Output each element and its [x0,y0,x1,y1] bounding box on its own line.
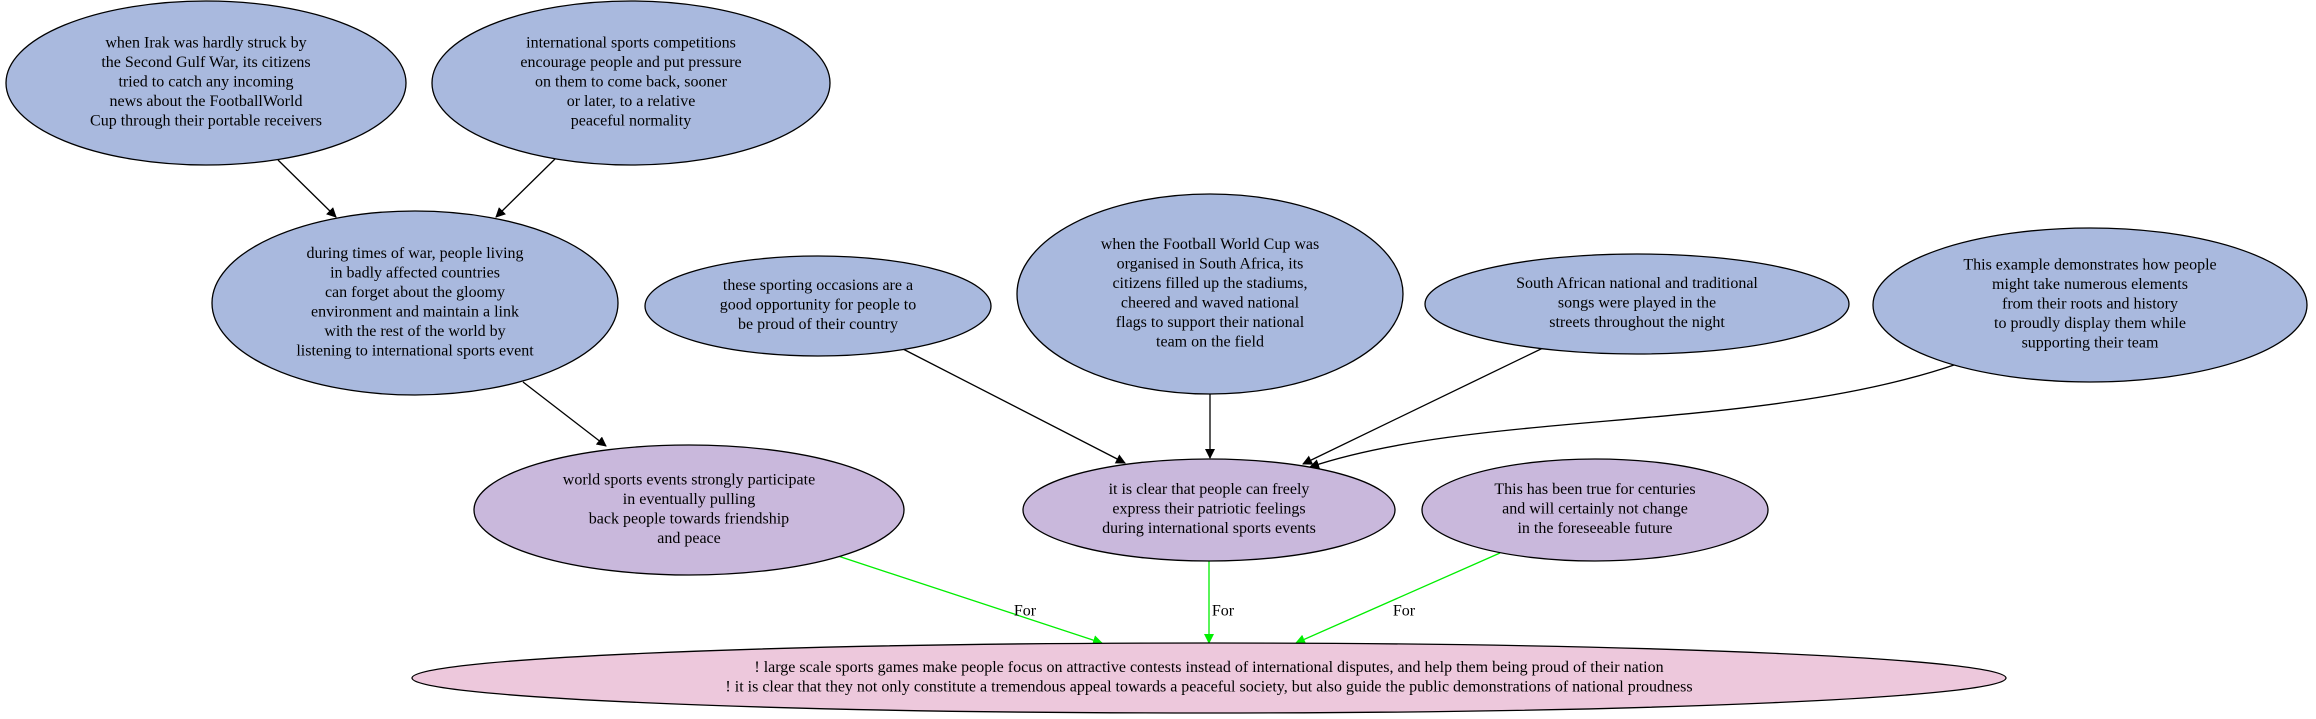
premise-ellipse [1016,193,1404,395]
node-times-of-war: during times of war, people living in bad… [211,210,619,396]
edge-irak-gulf-war-to-times-of-war [277,159,337,218]
premise-ellipse [5,0,407,166]
node-text-line: or later, to a relative [567,93,696,110]
node-text-line: streets throughout the night [1549,314,1725,331]
edge-patriotic-feelings-to-main-conclusion: For [1204,561,1235,644]
edge-arrow [277,159,337,218]
node-text-line: in badly affected countries [330,264,500,281]
edge-label-for: For [1212,603,1235,620]
premise-ellipse [431,0,831,166]
conclusion-ellipse [411,642,2007,714]
edge-arrow [1295,552,1501,644]
node-text-line: might take numerous elements [1992,276,2188,293]
premise-ellipse [644,255,992,357]
edge-example-demonstrates-to-patriotic-feelings [1309,363,1958,469]
node-world-sports-events-friendship: world sports events strongly participate… [473,444,905,576]
node-text-line: tried to catch any incoming [118,74,293,91]
node-text-line: during times of war, people living [306,245,523,262]
edge-arrow [837,555,1103,645]
edge-arrow [522,381,607,447]
edge-label-for: For [1014,603,1037,620]
node-text-line: on them to come back, sooner [535,74,728,91]
node-text-line: ! large scale sports games make people f… [754,659,1663,676]
node-south-african-songs: South African national and traditional so… [1424,253,1850,355]
node-text-line: it is clear that people can freely [1109,481,1310,498]
edge-arrow [902,348,1126,464]
node-text-line: Cup through their portable receivers [90,113,322,130]
node-text-line: when Irak was hardly struck by [105,35,306,52]
node-text-line: organised in South Africa, its [1117,255,1304,272]
node-sporting-occasions-proud: these sporting occasions are a good oppor… [644,255,992,357]
node-text-line: from their roots and history [2002,296,2178,313]
node-text-line: supporting their team [2022,335,2159,352]
node-text-line: international sports competitions [526,35,736,52]
node-text-line: ! it is clear that they not only constit… [725,678,1692,695]
node-text-line: in eventually pulling [623,491,755,508]
nodes-layer: when Irak was hardly struck by the Second… [5,0,2308,714]
node-text-line: team on the field [1156,333,1264,350]
node-example-demonstrates: This example demonstrates how people migh… [1872,227,2308,383]
node-sports-competitions-pressure: international sports competitions encoura… [431,0,831,166]
node-text-line: world sports events strongly participate [563,471,815,488]
edge-arrow [1309,363,1958,469]
claim-ellipse [1022,458,1396,562]
edge-true-for-centuries-to-main-conclusion: For [1295,552,1501,644]
node-text-line: in the foreseeable future [1517,520,1672,537]
premise-ellipse [211,210,619,396]
edge-sporting-occasions-proud-to-patriotic-feelings [902,348,1126,464]
node-text-line: This has been true for centuries [1494,481,1695,498]
premise-ellipse [1424,253,1850,355]
node-text-line: back people towards friendship [589,510,789,527]
node-text-line: these sporting occasions are a [723,277,913,294]
node-text-line: peaceful normality [571,113,691,130]
node-text-line: flags to support their national [1116,314,1305,331]
node-text-line: with the rest of the world by [324,323,505,340]
claim-ellipse [1421,458,1769,562]
node-text-line: when the Football World Cup was [1101,236,1319,253]
node-text-line: citizens filled up the stadiums, [1112,275,1307,292]
node-south-africa-world-cup: when the Football World Cup was organised… [1016,193,1404,395]
edge-label-for: For [1393,603,1416,620]
edge-times-of-war-to-world-sports-events-friendship [522,381,607,447]
edges-layer: For For For [277,157,1958,645]
node-patriotic-feelings: it is clear that people can freely expres… [1022,458,1396,562]
premise-ellipse [1872,227,2308,383]
node-text-line: during international sports events [1102,520,1316,537]
edge-south-african-songs-to-patriotic-feelings [1302,347,1544,465]
node-text-line: and will certainly not change [1502,501,1688,518]
edge-sports-competitions-pressure-to-times-of-war [495,157,557,218]
edge-arrow [495,157,557,218]
node-text-line: can forget about the gloomy [325,284,505,301]
node-text-line: and peace [657,530,721,547]
node-text-line: cheered and waved national [1121,294,1300,311]
node-text-line: South African national and traditional [1516,275,1758,292]
node-main-conclusion: ! large scale sports games make people f… [411,642,2007,714]
node-text-line: This example demonstrates how people [1963,257,2216,274]
node-text-line: encourage people and put pressure [520,54,741,71]
node-text-line: to proudly display them while [1994,315,2186,332]
claim-ellipse [473,444,905,576]
node-text-line: express their patriotic feelings [1112,501,1305,518]
node-text-line: be proud of their country [738,316,898,333]
node-text-line: songs were played in the [1558,295,1716,312]
node-text-line: the Second Gulf War, its citizens [101,54,310,71]
edge-world-sports-events-friendship-to-main-conclusion: For [837,555,1103,645]
node-text-line: news about the FootballWorld [110,93,303,110]
node-irak-gulf-war: when Irak was hardly struck by the Second… [5,0,407,166]
node-true-for-centuries: This has been true for centuries and will… [1421,458,1769,562]
node-text-line: environment and maintain a link [311,303,519,320]
node-text-line: good opportunity for people to [720,297,916,314]
edge-arrow [1302,347,1544,465]
node-text-line: listening to international sports event [296,342,534,359]
